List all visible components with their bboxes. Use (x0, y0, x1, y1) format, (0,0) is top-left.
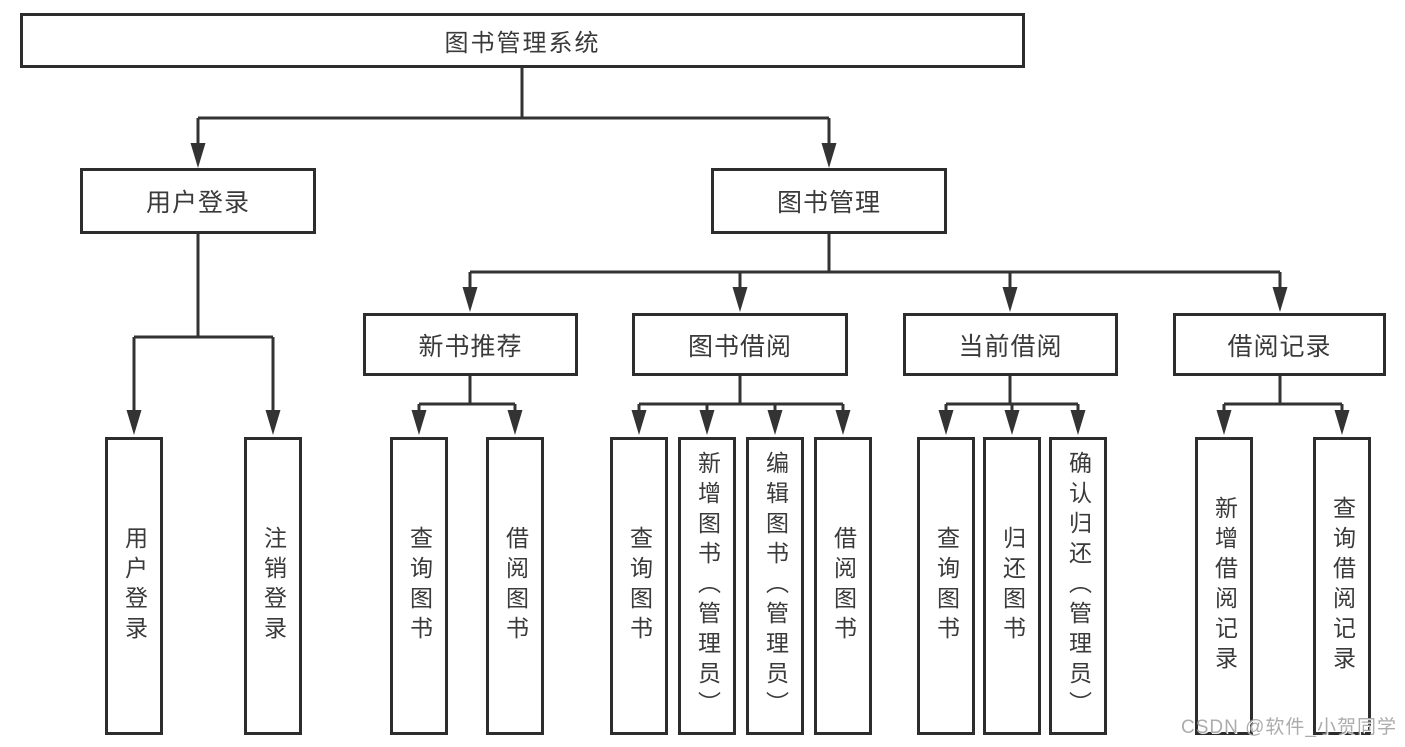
leaf-borrow-books-2: 借阅图书 (814, 437, 872, 735)
leaf-edit-books-admin: 编辑图书（管理员） (746, 437, 804, 735)
leaf-query-borrow-record: 查询借阅记录 (1313, 437, 1371, 735)
leaf-query-borrow-record-label: 查询借阅记录 (1329, 496, 1356, 676)
leaf-logout: 注销登录 (244, 437, 302, 735)
connector-current-borrowing-children (938, 376, 1086, 435)
node-root: 图书管理系统 (20, 13, 1025, 68)
leaf-query-books-2-label: 查询图书 (626, 526, 653, 646)
leaf-logout-label: 注销登录 (260, 526, 287, 646)
node-user-login-label: 用户登录 (145, 189, 250, 217)
leaf-borrow-books-1-label: 借阅图书 (502, 526, 529, 646)
leaf-confirm-return-admin-label: 确认归还（管理员） (1065, 451, 1092, 721)
node-borrowing-records-label: 借阅记录 (1227, 332, 1332, 361)
leaf-edit-books-admin-label: 编辑图书（管理员） (762, 451, 789, 721)
node-book-management: 图书管理 (711, 168, 947, 234)
leaf-return-books-label: 归还图书 (999, 526, 1026, 646)
node-root-label: 图书管理系统 (444, 30, 601, 57)
leaf-user-login: 用户登录 (105, 437, 163, 735)
node-book-borrowing-label: 图书借阅 (687, 332, 792, 361)
leaf-query-books-3-label: 查询图书 (933, 526, 960, 646)
leaf-confirm-return-admin: 确认归还（管理员） (1049, 437, 1107, 735)
node-book-management-label: 图书管理 (776, 189, 881, 217)
leaf-add-borrow-record-label: 新增借阅记录 (1211, 496, 1238, 676)
connector-book-management-children (462, 234, 1288, 312)
leaf-add-books-admin-label: 新增图书（管理员） (694, 451, 721, 721)
leaf-return-books: 归还图书 (983, 437, 1041, 735)
leaf-query-books-1: 查询图书 (390, 437, 448, 735)
connector-borrowing-records-children (1216, 376, 1350, 435)
leaf-query-books-3: 查询图书 (917, 437, 975, 735)
connector-user-login-children (126, 234, 281, 435)
node-book-borrowing: 图书借阅 (632, 313, 848, 376)
leaf-add-borrow-record: 新增借阅记录 (1195, 437, 1253, 735)
leaf-query-books-1-label: 查询图书 (406, 526, 433, 646)
leaf-user-login-label: 用户登录 (121, 526, 148, 646)
leaf-query-books-2: 查询图书 (610, 437, 668, 735)
node-current-borrowing-label: 当前借阅 (958, 332, 1063, 361)
node-new-book-recommend: 新书推荐 (363, 313, 578, 376)
leaf-borrow-books-1: 借阅图书 (486, 437, 544, 735)
node-user-login: 用户登录 (80, 168, 316, 234)
node-borrowing-records: 借阅记录 (1173, 313, 1386, 376)
leaf-borrow-books-2-label: 借阅图书 (830, 526, 857, 646)
leaf-add-books-admin: 新增图书（管理员） (678, 437, 736, 735)
node-current-borrowing: 当前借阅 (903, 313, 1118, 376)
csdn-watermark: CSDN @软件_小贺同学 (1181, 717, 1397, 738)
connector-book-borrowing-children (631, 376, 851, 435)
connector-root-to-level1 (190, 68, 837, 168)
connector-new-book-recommend-children (411, 376, 523, 435)
node-new-book-recommend-label: 新书推荐 (418, 332, 523, 361)
